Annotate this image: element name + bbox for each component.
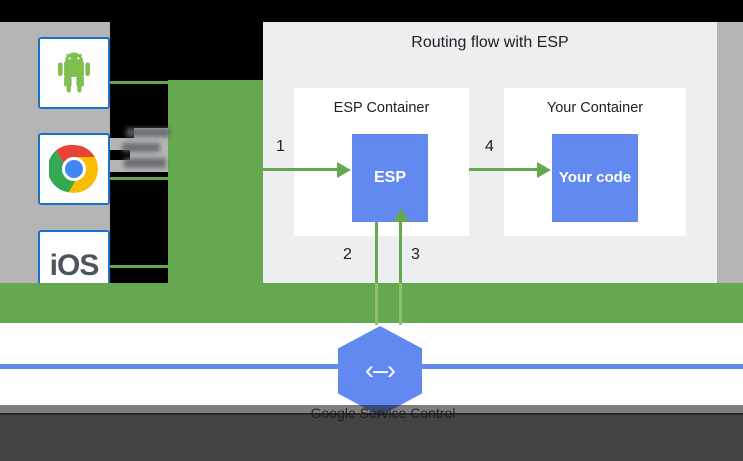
redaction-block-top: [0, 0, 743, 22]
bottom-dark-overlay: [0, 413, 743, 461]
code-brackets-glyph: ‹–›: [365, 354, 396, 385]
routing-flow-panel: Routing flow with ESP ESP Container ESP …: [263, 22, 717, 317]
redaction-block-3: [110, 128, 134, 138]
redaction-block-1: [110, 22, 268, 80]
connector-ios: [110, 265, 172, 268]
bottom-dark-overlay-top: [0, 405, 743, 415]
cloud-endpoints-hexagon-icon[interactable]: ‹–›: [338, 326, 422, 416]
redaction-block-6: [110, 190, 168, 242]
arrow-4-head: [537, 162, 551, 178]
step-number-3: 3: [411, 246, 420, 263]
connector-android: [110, 81, 172, 84]
esp-container-label: ESP Container: [333, 100, 430, 116]
step-number-1: 1: [276, 138, 285, 155]
redaction-block-4: [110, 150, 130, 160]
android-icon: [58, 52, 90, 93]
green-highlight-block: [168, 80, 280, 293]
redaction-block-7: [110, 242, 168, 260]
blurred-text-smudge-2: [122, 143, 160, 152]
arrow-2-line: [375, 222, 378, 317]
blurred-text-smudge-1: [126, 128, 170, 137]
esp-service-box[interactable]: ESP: [352, 134, 428, 222]
device-card-android[interactable]: [38, 37, 110, 109]
your-container-box: Your Container Your code: [504, 88, 686, 236]
arrow-1-line: [263, 168, 339, 171]
step-number-2: 2: [343, 246, 352, 263]
arrow-3-line: [399, 218, 402, 317]
chrome-icon: [49, 144, 98, 193]
blurred-text-smudge-3: [124, 158, 166, 168]
connector-chrome: [110, 177, 172, 180]
green-band: [0, 283, 743, 323]
redaction-block-2: [110, 80, 168, 128]
your-code-box[interactable]: Your code: [552, 134, 638, 222]
arrow-4-line: [469, 168, 545, 171]
device-card-chrome[interactable]: [38, 133, 110, 205]
your-container-label: Your Container: [546, 100, 644, 116]
esp-container-box: ESP Container ESP: [294, 88, 469, 236]
arrow-3-extension: [399, 283, 402, 325]
arrow-3-head: [393, 208, 409, 222]
ios-label: iOS: [49, 249, 100, 282]
redaction-block-5: [110, 172, 168, 190]
arrow-1-head: [337, 162, 351, 178]
step-number-4: 4: [485, 138, 494, 155]
panel-title: Routing flow with ESP: [411, 34, 569, 51]
arrow-2-extension: [375, 283, 378, 325]
